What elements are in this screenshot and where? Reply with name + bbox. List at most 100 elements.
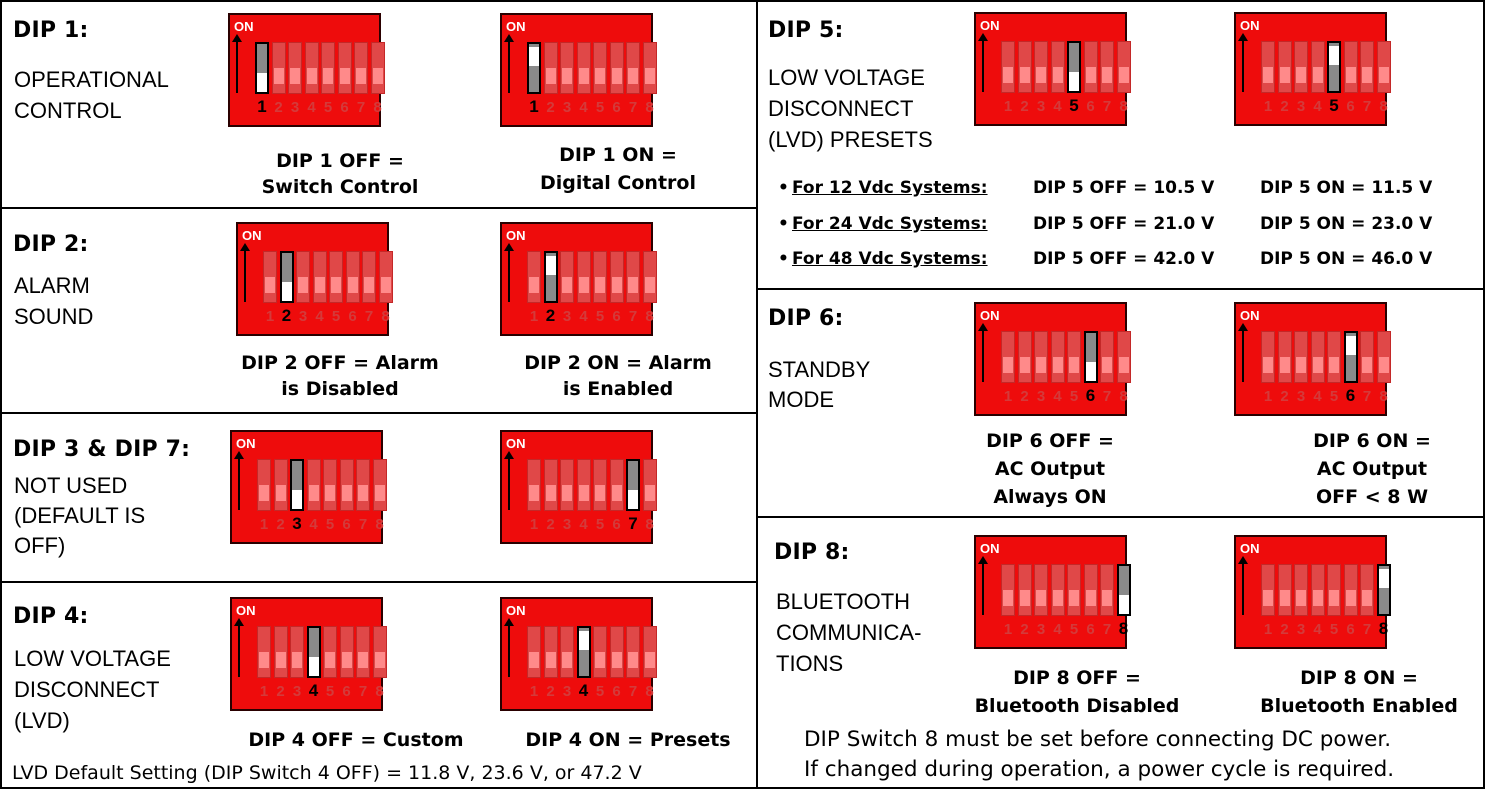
switch-knob	[1296, 590, 1306, 606]
switch-knob	[1118, 595, 1129, 614]
switch-knob	[628, 277, 638, 293]
switch-4	[1050, 564, 1065, 616]
switch-knob	[1069, 357, 1079, 373]
dip4-desc-line3: (LVD)	[14, 708, 70, 733]
arrow-shaft	[1242, 40, 1244, 92]
switch-knob	[1362, 67, 1372, 83]
switch-7	[356, 626, 370, 678]
switch-number-8: 8	[373, 99, 382, 116]
switch-knob	[529, 47, 539, 66]
switch-knob	[356, 68, 366, 84]
switch-number-1: 1	[529, 683, 539, 700]
switch-2	[273, 459, 288, 511]
switch-8	[1376, 41, 1391, 93]
switch-number-5: 5	[1069, 388, 1079, 405]
switch-7	[1100, 41, 1114, 93]
system-label: For 24 Vdc Systems:	[792, 214, 988, 234]
switch-number-6: 6	[1086, 98, 1095, 115]
switch-7	[626, 459, 640, 511]
switch-knob	[644, 485, 655, 501]
switch-3	[560, 626, 574, 678]
switch-number-3: 3	[298, 308, 308, 325]
up-arrow-icon	[504, 618, 514, 626]
dip37-desc-line1: NOT USED	[14, 473, 128, 498]
bullet: •	[778, 249, 789, 269]
switch-knob	[325, 485, 335, 501]
switch-knob	[1263, 357, 1273, 373]
switch-number-2: 2	[276, 516, 285, 533]
switch-number-5: 5	[325, 516, 335, 533]
on-label: ON	[1240, 541, 1260, 556]
switch-knob	[1102, 67, 1112, 83]
switch-4	[1310, 41, 1325, 93]
up-arrow-icon	[504, 243, 514, 251]
switch-8	[642, 459, 657, 511]
switch-8	[370, 42, 385, 94]
dip8-off-caption-line1: DIP 8 OFF =	[1013, 667, 1141, 689]
switch-6	[337, 42, 352, 94]
arrow-shaft	[508, 458, 510, 510]
switch-knob	[595, 68, 605, 84]
dip37-desc-line3: OFF)	[14, 533, 66, 558]
switch-number-6: 6	[612, 99, 621, 116]
switch-knob	[1329, 590, 1339, 606]
switch-knob	[259, 485, 269, 501]
system-label: For 48 Vdc Systems:	[792, 249, 988, 269]
switch-6	[609, 626, 624, 678]
switch-number-4: 4	[315, 308, 324, 325]
up-arrow-icon	[504, 451, 514, 459]
switch-5	[1067, 564, 1081, 616]
switch-4	[576, 42, 591, 94]
switch-number-6: 6	[342, 516, 351, 533]
switch-2	[271, 42, 286, 94]
switch-number-3: 3	[1036, 388, 1046, 405]
up-arrow-icon	[978, 556, 988, 564]
switch-knob	[628, 652, 638, 668]
switch-6	[1083, 41, 1098, 93]
arrow-shaft	[236, 41, 238, 93]
switch-knob	[1085, 67, 1096, 83]
switch-knob	[562, 652, 572, 668]
switch-knob	[562, 277, 572, 293]
dip5-desc-line1: LOW VOLTAGE	[768, 65, 925, 90]
switch-number-1: 1	[259, 516, 269, 533]
switch-knob	[1329, 357, 1339, 373]
switch-3	[288, 42, 302, 94]
switch-knob	[364, 277, 374, 293]
switch-number-3: 3	[562, 516, 572, 533]
switch-1	[527, 251, 541, 303]
switch-knob	[290, 68, 300, 84]
switch-number-6: 6	[1345, 386, 1356, 405]
off-value: DIP 5 OFF = 21.0 V	[1033, 214, 1215, 234]
switch-7	[1100, 564, 1114, 616]
dip8-note-line1: DIP Switch 8 must be set before connecti…	[804, 727, 1392, 752]
switch-2	[1277, 564, 1292, 616]
arrow-shaft	[238, 458, 240, 510]
switch-knob	[611, 485, 622, 501]
switch-7	[626, 626, 640, 678]
switch-number-1: 1	[1263, 98, 1273, 115]
switch-5	[321, 42, 335, 94]
switch-number-3: 3	[1036, 621, 1046, 638]
switch-knob	[257, 73, 267, 92]
dip2-desc-line2: SOUND	[14, 304, 94, 329]
switch-number-7: 7	[628, 683, 638, 700]
arrow-shaft	[1242, 563, 1244, 615]
switch-knob	[325, 652, 335, 668]
switch-knob	[1085, 362, 1096, 381]
on-value: DIP 5 ON = 23.0 V	[1260, 214, 1433, 234]
switch-number-7: 7	[358, 683, 368, 700]
switch-5	[1327, 41, 1341, 93]
switch-number-8: 8	[645, 683, 654, 700]
switch-number-2: 2	[546, 516, 555, 533]
bullet: •	[778, 214, 789, 234]
switch-knob	[1279, 357, 1290, 373]
switch-7	[1360, 564, 1374, 616]
switch-5	[323, 626, 337, 678]
switch-1	[257, 626, 271, 678]
